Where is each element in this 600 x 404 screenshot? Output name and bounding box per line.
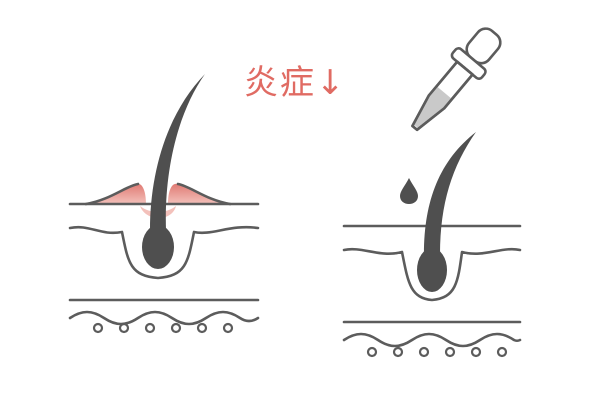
inflammation-reduced-label: 炎症↓ [244, 63, 347, 103]
swelling-outline-right [176, 182, 232, 206]
dermis-layer-right [342, 247, 522, 302]
inflamed-skin-section [68, 74, 260, 334]
drop-icon [400, 178, 418, 204]
dropper-icon [411, 27, 502, 132]
dermis-layer-left [68, 225, 260, 280]
wave-line-right [342, 332, 522, 348]
dot-row-left [92, 322, 234, 334]
dot-row-right [366, 346, 508, 358]
swelling-outline-left [84, 182, 140, 206]
hair-shaft-left [150, 74, 205, 230]
treated-skin-section [342, 132, 522, 358]
wave-line-left [68, 310, 260, 326]
inflammation-left [86, 183, 146, 204]
hair-shaft-right [424, 132, 476, 254]
hair-bulb-left [142, 225, 174, 269]
hair-bulb-right [417, 248, 447, 292]
